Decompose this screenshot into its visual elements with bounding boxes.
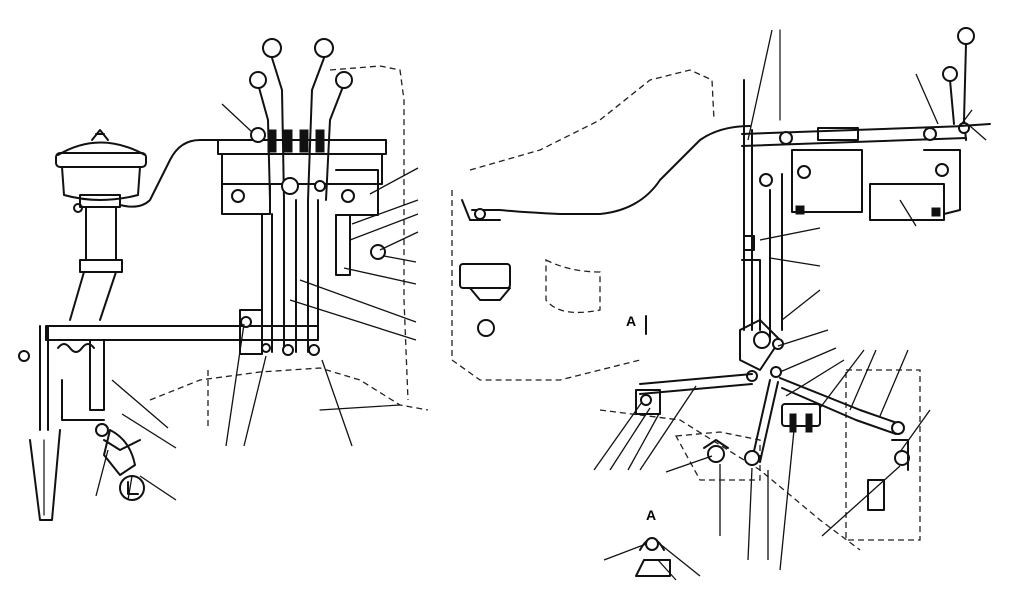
- left-control-cable: [119, 139, 251, 208]
- left-assembly: [18, 38, 429, 521]
- view-label: A: [626, 313, 636, 329]
- vertical-rods: [261, 199, 386, 353]
- left-spring-linkage: [18, 325, 145, 521]
- control-levers: [249, 38, 353, 201]
- lower-linkage: [635, 373, 910, 511]
- right-levers: [942, 27, 991, 141]
- right-control-cable: [471, 125, 751, 215]
- center-rods: [739, 79, 784, 382]
- air-cleaner: [55, 129, 147, 321]
- lever-knob-icon: [957, 27, 975, 45]
- lever-knob-icon: [335, 71, 353, 89]
- cross-rod: [45, 309, 320, 356]
- lever-knob-icon: [314, 38, 334, 58]
- right-assembly: A A: [451, 27, 991, 581]
- engine-outline: [451, 29, 921, 551]
- detail-label: A: [646, 507, 656, 523]
- right-leader-lines: [593, 29, 987, 571]
- lever-knob-icon: [262, 38, 282, 58]
- upper-crossbar: [741, 125, 967, 221]
- lever-knob-icon: [942, 66, 958, 82]
- left-leader-lines: [95, 103, 419, 501]
- engine-bracket: [459, 199, 511, 337]
- left-housing-outline: [149, 65, 429, 430]
- section-marker: A: [626, 313, 647, 335]
- lever-knob-icon: [249, 71, 267, 89]
- detail-a: A: [603, 507, 701, 581]
